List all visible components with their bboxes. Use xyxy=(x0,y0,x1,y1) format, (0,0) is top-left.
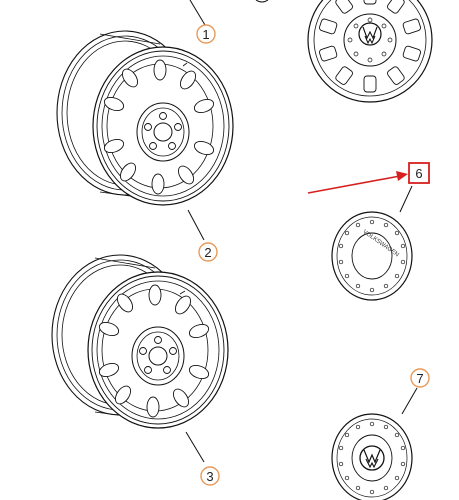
hubcap-lug-holes xyxy=(347,17,393,63)
leader-line-7 xyxy=(401,387,418,415)
hubcap-full[interactable] xyxy=(307,0,433,103)
center-cap-6[interactable]: VOLKSWAGEN xyxy=(331,211,413,301)
badge-2-label: 2 xyxy=(204,245,211,260)
part-1-group: 1 xyxy=(189,0,269,44)
cap-7-bolt-ring xyxy=(338,421,406,495)
wheel-2-lug-holes xyxy=(144,112,182,150)
hubcap-vents xyxy=(319,0,421,93)
center-cap-7[interactable] xyxy=(331,413,413,500)
wheel-3-lug-holes xyxy=(139,336,177,374)
leader-line-2 xyxy=(187,209,205,241)
wheel-fragment-top xyxy=(255,0,269,3)
wheel-3-vents xyxy=(98,284,210,418)
badge-3-label: 3 xyxy=(206,469,213,484)
steel-wheel-3[interactable] xyxy=(51,254,229,429)
leader-line-3 xyxy=(185,431,205,463)
badge-6[interactable]: 6 xyxy=(408,162,430,184)
vw-logo-icon xyxy=(358,22,382,46)
badge-7-label: 7 xyxy=(416,371,423,386)
highlight-arrow xyxy=(307,171,408,194)
steel-wheel-2[interactable] xyxy=(56,30,234,206)
leader-line-1 xyxy=(189,0,206,26)
badge-2[interactable]: 2 xyxy=(198,242,218,262)
badge-6-label: 6 xyxy=(415,166,422,181)
badge-7[interactable]: 7 xyxy=(410,368,430,388)
wheel-2-vents xyxy=(103,59,215,195)
badge-3[interactable]: 3 xyxy=(200,466,220,486)
leader-line-6 xyxy=(399,185,413,213)
cap-6-bolt-ring xyxy=(338,219,406,293)
badge-1[interactable]: 1 xyxy=(196,24,216,44)
vw-logo-icon xyxy=(359,445,385,471)
badge-1-label: 1 xyxy=(202,27,209,42)
